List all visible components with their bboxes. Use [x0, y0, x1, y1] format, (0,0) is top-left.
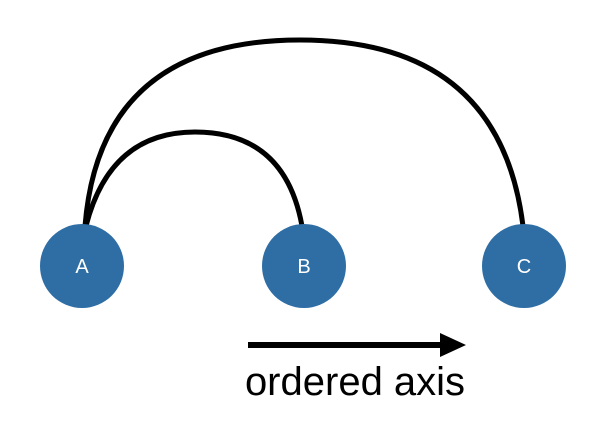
axis-arrow-head-icon: [440, 333, 466, 357]
node-b-circle: [262, 224, 346, 308]
node-c: C: [482, 224, 566, 308]
nodes-layer: A B C: [40, 224, 566, 308]
arc-a-b: [83, 129, 305, 229]
node-b: B: [262, 224, 346, 308]
node-c-circle: [482, 224, 566, 308]
node-a-circle: [40, 224, 124, 308]
arc-a-c: [82, 37, 526, 229]
node-a: A: [40, 224, 124, 308]
axis-label: ordered axis: [245, 360, 465, 404]
ordered-axis: ordered axis: [245, 333, 466, 404]
arcs-layer: [82, 37, 526, 229]
node-c-label: C: [517, 256, 531, 278]
node-b-label: B: [297, 256, 310, 278]
node-a-label: A: [75, 256, 89, 278]
